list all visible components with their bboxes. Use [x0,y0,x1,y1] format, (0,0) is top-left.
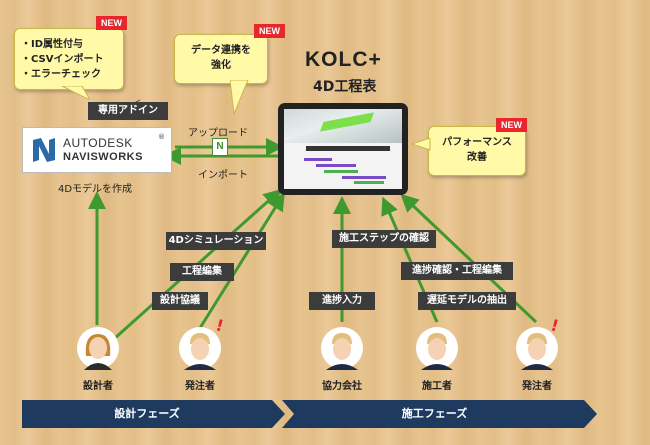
badge-step-check: 施工ステップの確認 [332,230,436,248]
navis-reg-mark: ® [158,133,165,141]
badge-process-edit: 工程編集 [170,263,234,281]
product-title: KOLC+ [305,48,382,71]
callout-data-text: データ連携を 強化 [191,45,251,71]
tablet-device [278,103,408,195]
phase-construction-label: 施工フェーズ [401,407,468,420]
product-subtitle: 4D工程表 [313,79,377,95]
import-label: インポート [198,170,248,181]
screen-3d-model [284,109,402,143]
feature-csv: ・CSVインポート [21,54,104,65]
builder-avatar [416,327,458,370]
partner-avatar [321,327,363,370]
screen-gantt [294,155,398,185]
navis-file-icon: N [212,138,228,156]
badge-delay-extract: 遅延モデルの抽出 [418,292,516,310]
callout-tail-perf [412,138,431,151]
navis-product: NAVISWORKS [63,151,143,163]
person-client1: 発注者 [185,381,215,392]
callout-data-link: データ連携を 強化 [174,34,268,84]
callout-tail-addin [61,86,90,101]
phase-construction-arrow [282,400,597,428]
addin-label: 専用アドイン [88,102,168,120]
badge-progress-edit: 進捗確認・工程編集 [401,262,513,280]
badge-4d-simulation: 4Dシミュレーション [166,232,266,250]
callout-addin-features: ・ID属性付与 ・CSVインポート ・エラーチェック [14,28,124,90]
badge-progress-input: 進捗入力 [309,292,375,310]
new-badge-data: NEW [254,24,285,38]
arrow-client1-tablet [198,192,285,329]
callout-tail-data [230,80,249,116]
person-designer: 設計者 [83,381,113,392]
upload-label: アップロード [188,128,248,139]
person-builder: 施工者 [422,381,452,392]
phase-design-label: 設計フェーズ [114,407,180,420]
navis-brand: AUTODESK [63,136,133,150]
designer-avatar [77,327,119,370]
tablet-screen [284,109,402,189]
callout-performance: パフォーマンス 改善 [428,126,526,176]
feature-id: ・ID属性付与 [21,39,84,50]
new-badge-addin: NEW [96,16,127,30]
screen-toolbar [306,146,390,151]
new-badge-perf: NEW [496,118,527,132]
callout-perf-text: パフォーマンス 改善 [442,137,512,163]
navisworks-logo-box: AUTODESK NAVISWORKS ® [22,127,172,173]
person-partner: 協力会社 [322,381,362,392]
navis-caption: 4Dモデルを作成 [58,184,133,195]
client2-avatar [516,327,558,370]
phase-design-arrow [22,400,285,428]
badge-design-coordination: 設計協議 [152,292,208,310]
client1-avatar [179,327,221,370]
navisworks-n-icon [33,138,55,162]
feature-error: ・エラーチェック [21,69,101,80]
person-client2: 発注者 [522,381,552,392]
